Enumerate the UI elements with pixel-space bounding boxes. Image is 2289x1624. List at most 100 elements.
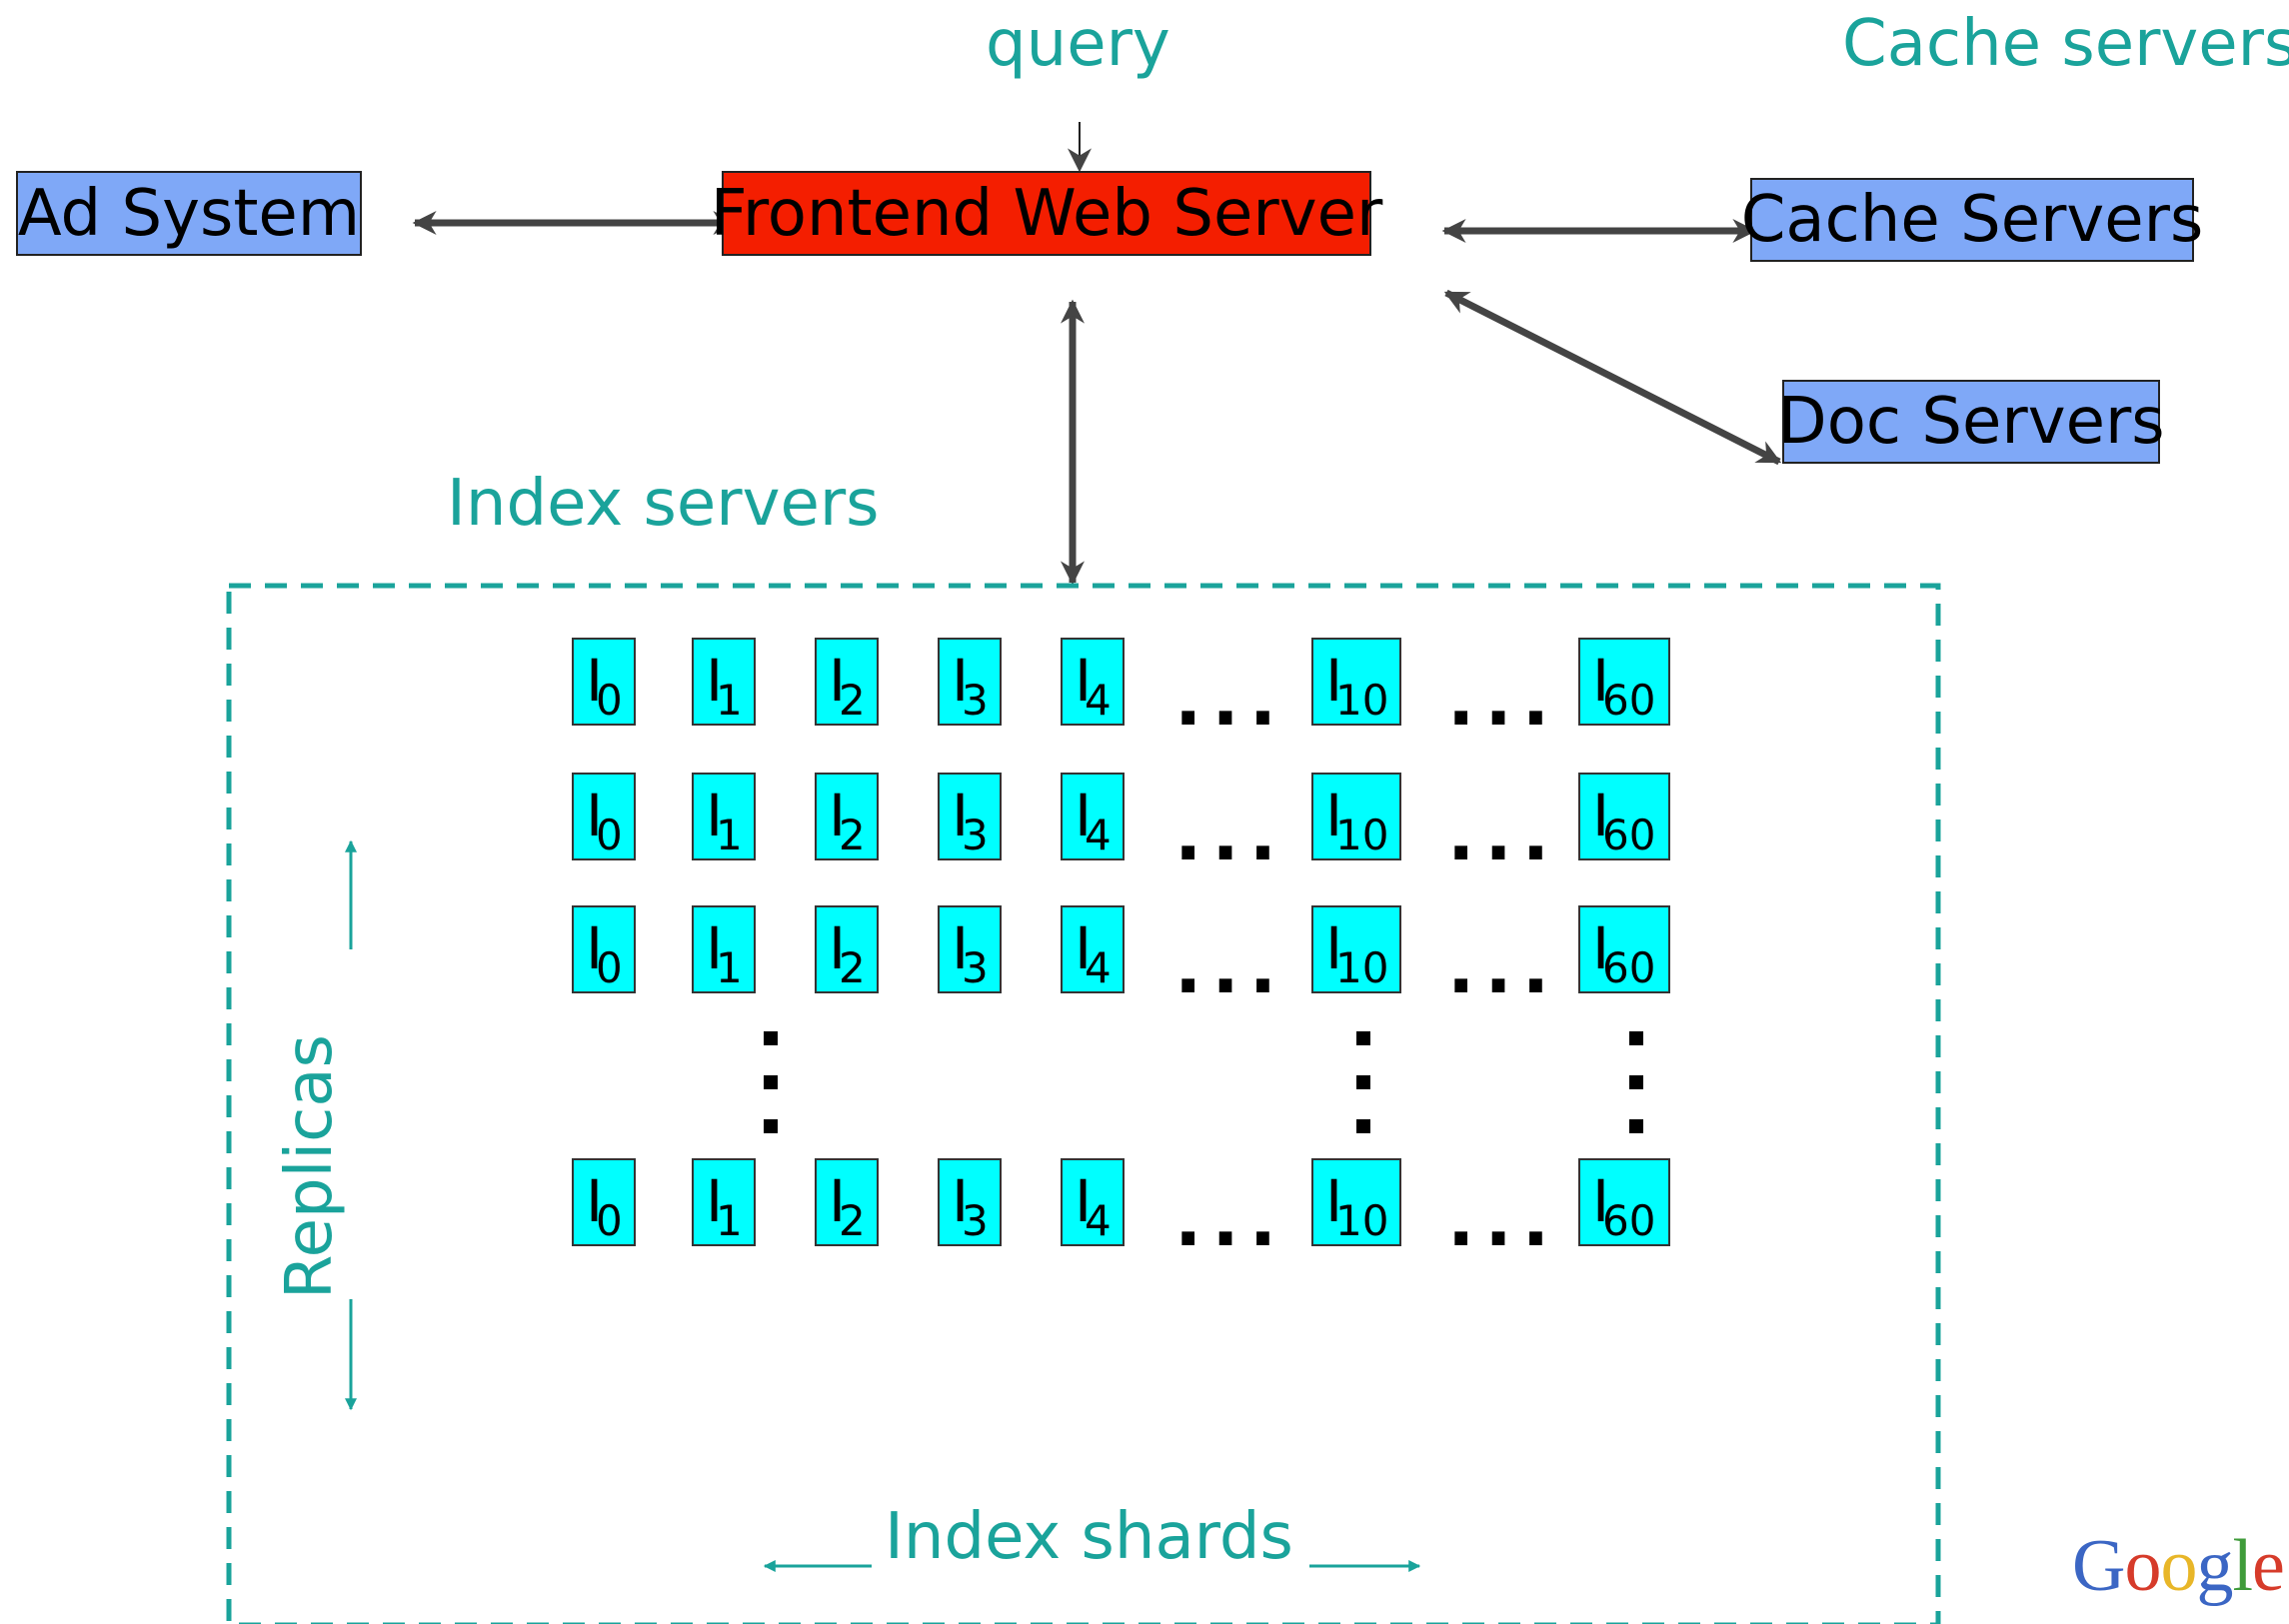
logo-letter: o: [2124, 1525, 2161, 1607]
ad-system-box: Ad System: [16, 171, 362, 256]
vertical-ellipsis: [1629, 1031, 1643, 1163]
logo-letter: G: [2072, 1525, 2125, 1607]
shard-subscript-label: 60: [1602, 676, 1656, 725]
shard-subscript-label: 0: [596, 811, 623, 859]
shard-subscript-label: 2: [839, 1196, 866, 1245]
horizontal-ellipsis: ...: [1174, 925, 1287, 1009]
query-label: query: [986, 7, 1170, 81]
shard-base-label: I: [586, 782, 604, 849]
shard-base-label: I: [1075, 914, 1093, 982]
shard-subscript-label: 1: [716, 676, 743, 725]
shard-subscript-label: 60: [1602, 943, 1656, 992]
shard-base-label: I: [1592, 914, 1610, 982]
shard-base-label: I: [706, 782, 724, 849]
frontend-doc-connector: [1443, 289, 1782, 466]
shard-base-label: I: [952, 647, 970, 715]
shard-subscript-label: 1: [716, 811, 743, 859]
logo-letter: e: [2252, 1525, 2285, 1607]
vertical-ellipsis: [764, 1031, 778, 1163]
shard-subscript-label: 1: [716, 1196, 743, 1245]
index-servers-label: Index servers: [447, 467, 880, 541]
logo-letter: l: [2232, 1525, 2253, 1607]
shard-base-label: I: [1325, 647, 1343, 715]
shard-base-label: I: [1075, 1167, 1093, 1235]
shard-subscript-label: 10: [1335, 943, 1389, 992]
shard-base-label: I: [586, 647, 604, 715]
horizontal-ellipsis: ...: [1174, 793, 1287, 876]
doc-servers-box: Doc Servers: [1777, 380, 2165, 464]
shard-base-label: I: [706, 914, 724, 982]
index-servers-region: [226, 583, 1941, 1624]
horizontal-ellipsis: ...: [1174, 1178, 1287, 1262]
shard-subscript-label: 60: [1602, 811, 1656, 859]
shard-subscript-label: 4: [1085, 676, 1112, 725]
shard-subscript-label: 60: [1602, 1196, 1656, 1245]
google-logo: Google: [2072, 1529, 2285, 1603]
shard-base-label: I: [1592, 647, 1610, 715]
shard-subscript-label: 0: [596, 1196, 623, 1245]
horizontal-ellipsis: ...: [1174, 658, 1287, 742]
shard-base-label: I: [829, 1167, 847, 1235]
shard-subscript-label: 4: [1085, 943, 1112, 992]
logo-letter: g: [2196, 1525, 2233, 1607]
shard-base-label: I: [586, 914, 604, 982]
shard-base-label: I: [706, 647, 724, 715]
shard-base-label: I: [952, 914, 970, 982]
shard-base-label: I: [829, 782, 847, 849]
vertical-ellipsis: [1356, 1031, 1370, 1163]
horizontal-ellipsis: ...: [1447, 1178, 1560, 1262]
shard-subscript-label: 2: [839, 943, 866, 992]
cache-servers-box: Cache Servers: [1741, 178, 2203, 262]
cache-servers-heading: Cache servers: [1842, 7, 2289, 81]
shard-subscript-label: 4: [1085, 811, 1112, 859]
replicas-label: Replicas: [273, 1034, 347, 1299]
shard-subscript-label: 0: [596, 943, 623, 992]
logo-letter: o: [2160, 1525, 2197, 1607]
shard-base-label: I: [1075, 647, 1093, 715]
shard-subscript-label: 2: [839, 811, 866, 859]
shard-subscript-label: 2: [839, 676, 866, 725]
shard-subscript-label: 3: [962, 676, 989, 725]
shard-subscript-label: 3: [962, 943, 989, 992]
shard-base-label: I: [829, 914, 847, 982]
shard-subscript-label: 3: [962, 811, 989, 859]
shard-base-label: I: [586, 1167, 604, 1235]
shard-subscript-label: 10: [1335, 1196, 1389, 1245]
shard-base-label: I: [952, 782, 970, 849]
horizontal-ellipsis: ...: [1447, 793, 1560, 876]
shard-subscript-label: 10: [1335, 811, 1389, 859]
shard-subscript-label: 0: [596, 676, 623, 725]
shard-base-label: I: [1325, 1167, 1343, 1235]
shard-subscript-label: 1: [716, 943, 743, 992]
shard-subscript-label: 4: [1085, 1196, 1112, 1245]
shard-base-label: I: [1325, 914, 1343, 982]
horizontal-ellipsis: ...: [1447, 925, 1560, 1009]
shard-subscript-label: 10: [1335, 676, 1389, 725]
